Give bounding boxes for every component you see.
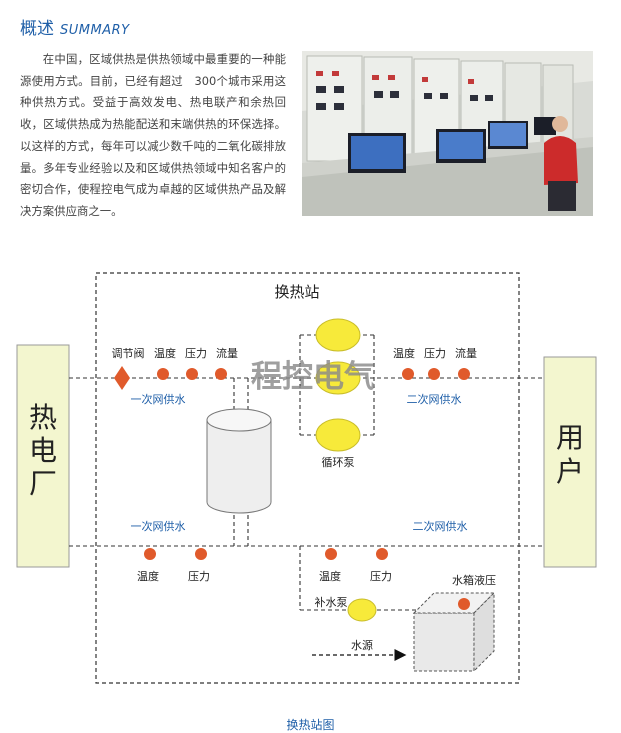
regulating-valve xyxy=(114,366,130,390)
circulation-pump-1 xyxy=(316,319,360,351)
return-temp-label-left: 温度 xyxy=(137,569,159,583)
overview-paragraph: 在中国，区域供热是供热领域中最重要的一种能源使用方式。目前，已经有超过 300个… xyxy=(20,49,286,223)
station-title: 换热站 xyxy=(274,283,319,301)
sensor-primary-flow xyxy=(215,368,227,380)
sensor-return-pressure-right xyxy=(376,548,388,560)
sensor-secondary-pressure xyxy=(428,368,440,380)
watermark: 程控电气 xyxy=(251,359,375,395)
overview-title: 概述 xyxy=(20,19,54,39)
primary-temp-label: 温度 xyxy=(154,346,176,360)
diagram-caption: 换热站图 xyxy=(0,716,621,733)
tank-pressure-label: 水箱液压 xyxy=(452,573,496,587)
makeup-pump-label: 补水泵 xyxy=(315,596,348,609)
sensor-secondary-flow xyxy=(458,368,470,380)
secondary-pressure-label: 压力 xyxy=(424,347,446,360)
power-plant-label-1: 热 xyxy=(29,401,57,434)
primary-flow-label: 流量 xyxy=(216,346,238,360)
return-pressure-label-left: 压力 xyxy=(188,570,210,583)
heat-exchange-diagram: 换热站 热 电 厂 用 户 xyxy=(0,240,621,710)
sensor-tank-level xyxy=(458,598,470,610)
overview-heading: 概述 SUMMARY xyxy=(20,14,130,39)
heat-exchanger-tank xyxy=(207,409,271,513)
sensor-secondary-temp xyxy=(402,368,414,380)
secondary-supply-bottom-label: 二次网供水 xyxy=(413,519,468,533)
secondary-temp-label: 温度 xyxy=(393,346,415,360)
sensor-return-temp-right xyxy=(325,548,337,560)
control-room-photo xyxy=(302,51,593,216)
makeup-pump xyxy=(348,599,376,621)
primary-supply-bottom-label: 一次网供水 xyxy=(131,519,186,533)
circulation-pump-label: 循环泵 xyxy=(322,456,355,469)
water-tank-box xyxy=(414,593,494,671)
sensor-return-temp-left xyxy=(144,548,156,560)
primary-supply-top-label: 一次网供水 xyxy=(131,392,186,406)
water-source-label: 水源 xyxy=(351,638,373,652)
return-pressure-label-right: 压力 xyxy=(370,570,392,583)
user-label-1: 用 xyxy=(556,421,584,454)
overview-title-en: SUMMARY xyxy=(60,23,130,38)
secondary-flow-label: 流量 xyxy=(455,346,477,360)
sensor-primary-temp xyxy=(157,368,169,380)
circulation-pump-3 xyxy=(316,419,360,451)
power-plant-label-2: 电 xyxy=(29,434,57,467)
secondary-supply-top-label: 二次网供水 xyxy=(407,392,462,406)
sensor-primary-pressure xyxy=(186,368,198,380)
return-temp-label-right: 温度 xyxy=(319,569,341,583)
valve-label: 调节阀 xyxy=(112,346,145,360)
power-plant-label-3: 厂 xyxy=(29,467,57,500)
user-label-2: 户 xyxy=(556,455,584,488)
primary-pressure-label: 压力 xyxy=(185,347,207,360)
sensor-return-pressure-left xyxy=(195,548,207,560)
